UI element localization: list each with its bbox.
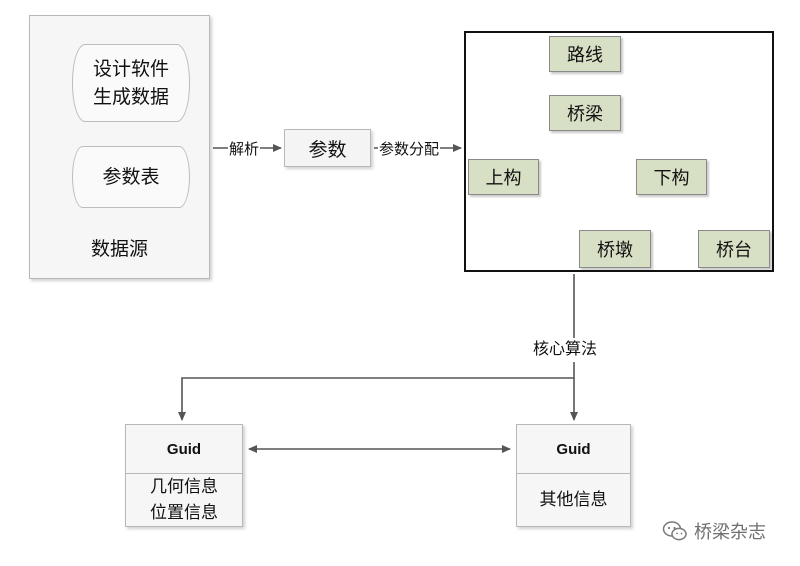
wechat-icon <box>662 521 687 541</box>
watermark-text: 桥梁杂志 <box>694 522 766 543</box>
node-substructure-label: 下构 <box>653 168 690 189</box>
parameter-table-store: 参数表 <box>72 146 190 208</box>
node-substructure: 下构 <box>636 159 707 195</box>
watermark: 桥梁杂志 <box>662 518 766 544</box>
node-pier: 桥墩 <box>579 230 651 268</box>
node-bridge-label: 桥梁 <box>567 104 603 125</box>
node-route: 路线 <box>549 36 621 72</box>
other-info-label: 其他信息 <box>539 490 608 510</box>
parse-label: 解析 <box>228 140 261 158</box>
geometry-info-label: 几何信息 <box>150 477 218 497</box>
node-abutment: 桥台 <box>698 230 770 268</box>
guid-box-other: Guid 其他信息 <box>516 424 631 527</box>
guid-body: 其他信息 <box>517 474 630 526</box>
guid-body: 几何信息 位置信息 <box>126 474 242 526</box>
node-abutment-label: 桥台 <box>716 240 752 261</box>
node-pier-label: 桥墩 <box>597 240 633 261</box>
data-source-title: 数据源 <box>90 238 148 260</box>
design-software-data-store: 设计软件 生成数据 <box>72 44 190 122</box>
node-superstructure: 上构 <box>468 159 539 195</box>
parameters-box: 参数 <box>284 129 371 167</box>
node-bridge: 桥梁 <box>549 95 621 131</box>
guid-header: Guid <box>517 425 630 474</box>
design-software-data-label: 设计软件 生成数据 <box>92 58 169 108</box>
position-info-label: 位置信息 <box>150 503 218 523</box>
node-route-label: 路线 <box>567 45 603 66</box>
parameter-table-label: 参数表 <box>102 166 160 188</box>
node-superstructure-label: 上构 <box>485 168 522 189</box>
parameters-label: 参数 <box>308 138 347 161</box>
to-guid-left-arrow <box>178 377 574 421</box>
allocation-label: 参数分配 <box>378 140 441 158</box>
guid-header: Guid <box>126 425 242 474</box>
guid-box-geometry: Guid 几何信息 位置信息 <box>125 424 243 527</box>
core-algorithm-label: 核心算法 <box>532 339 599 358</box>
